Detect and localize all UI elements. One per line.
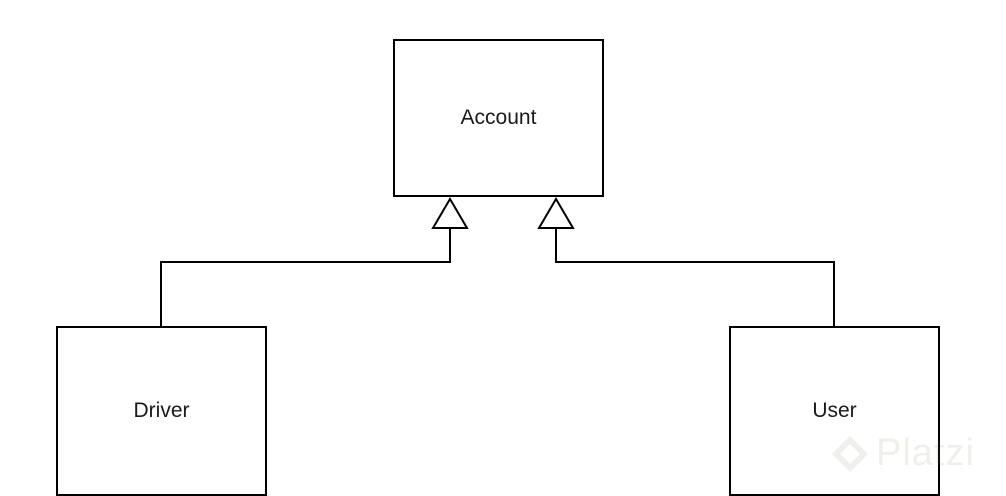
- user-generalization-arrowhead: [537, 197, 575, 229]
- account-class-label: Account: [460, 106, 537, 129]
- platzi-logo-icon: [832, 435, 868, 472]
- user-class-label: User: [812, 399, 857, 422]
- driver-class-box: Driver: [56, 326, 267, 496]
- driver-generalization-arrowhead: [431, 197, 469, 229]
- platzi-watermark: Platzi: [830, 432, 975, 475]
- driver-class-label: Driver: [133, 399, 190, 422]
- account-class-box: Account: [393, 39, 604, 197]
- user-to-account-connector: [555, 228, 835, 326]
- driver-to-account-connector: [160, 228, 451, 326]
- watermark-text: Platzi: [876, 432, 975, 474]
- user-class-box: User: [729, 326, 940, 496]
